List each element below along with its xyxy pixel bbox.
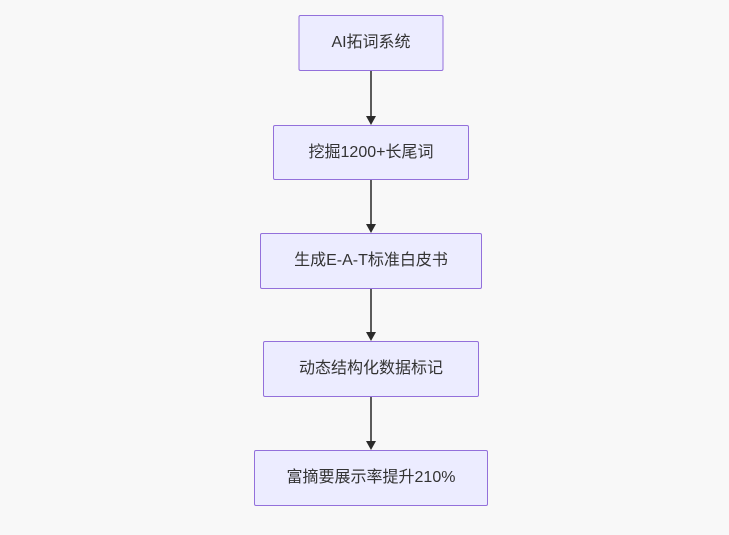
flowchart-edge-1 [365,71,377,125]
node-4-label: 动态结构化数据标记 [298,360,443,378]
arrowhead-down-icon [366,116,376,125]
edge-line [370,289,372,332]
node-5-label: 富摘要展示率提升210% [286,469,456,487]
flowchart-node-2: 挖掘1200+长尾词 [273,125,469,180]
edge-line [370,397,372,441]
flowchart-edge-4 [365,397,377,450]
flowchart-node-3: 生成E-A-T标准白皮书 [260,233,482,289]
arrowhead-down-icon [366,224,376,233]
node-3-label: 生成E-A-T标准白皮书 [294,252,448,270]
arrowhead-down-icon [366,441,376,450]
flowchart-node-5: 富摘要展示率提升210% [254,450,488,506]
edge-line [370,180,372,224]
flowchart-node-1: AI拓词系统 [298,15,444,71]
edge-line [370,71,372,116]
node-1-label: AI拓词系统 [331,34,411,52]
flowchart-edge-3 [365,289,377,341]
flowchart-node-4: 动态结构化数据标记 [263,341,479,397]
arrowhead-down-icon [366,332,376,341]
node-2-label: 挖掘1200+长尾词 [308,143,434,161]
flowchart-edge-2 [365,180,377,233]
